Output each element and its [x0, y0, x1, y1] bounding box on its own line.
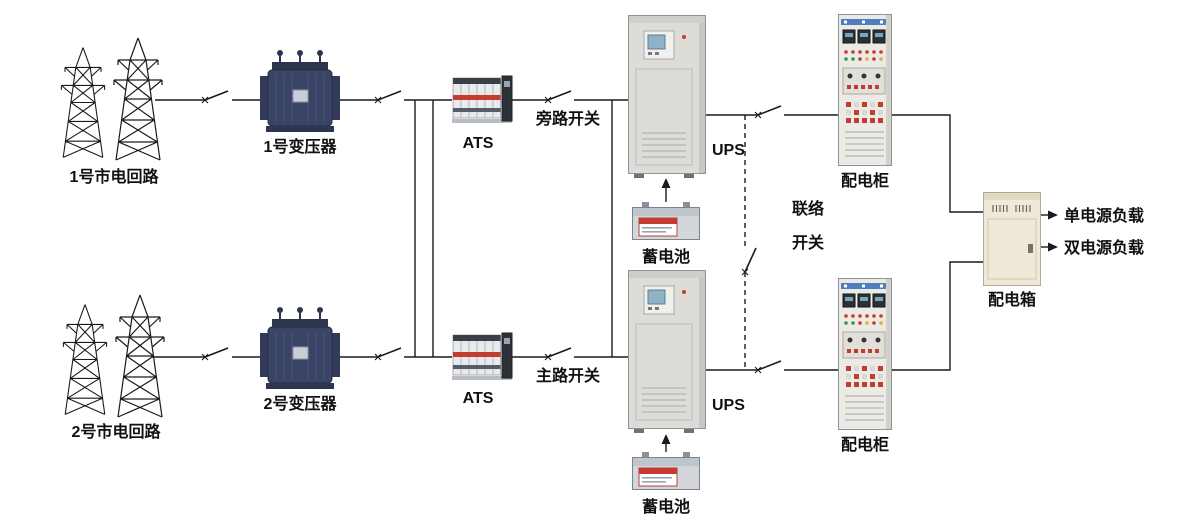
wire-cab2-to-box	[892, 261, 983, 371]
wire-ats-crosstie	[414, 100, 434, 357]
single-power-load-label: 单电源负载	[1064, 206, 1144, 225]
wire-cab1-to-box	[892, 114, 983, 213]
dual-power-load-label: 双电源负载	[1064, 238, 1144, 257]
tie-switch-icon	[741, 247, 757, 276]
transmission-tower-1-icon	[60, 37, 163, 161]
distribution-cabinet-2-label: 配电柜	[841, 435, 889, 454]
disconnect-switch-icon	[201, 347, 229, 361]
disconnect-switch-icon	[754, 105, 782, 119]
battery-1-label: 蓄电池	[642, 247, 690, 266]
disconnect-switch-icon	[201, 90, 229, 104]
ups-2-cabinet-icon	[627, 269, 707, 434]
distribution-cabinet-1-label: 配电柜	[841, 171, 889, 190]
transformer-1-label: 1号变压器	[264, 137, 338, 156]
battery-2-label: 蓄电池	[642, 497, 690, 516]
bypass-switch-label: 旁路开关	[535, 109, 600, 128]
distribution-box-icon	[982, 191, 1042, 287]
battery-2-icon	[632, 451, 700, 490]
transmission-tower-2-icon	[62, 294, 165, 418]
disconnect-switch-icon	[374, 90, 402, 104]
bypass-switch-icon	[544, 90, 572, 104]
main-switch-label: 主路开关	[536, 366, 600, 385]
disconnect-switch-icon	[754, 360, 782, 374]
transformer-2-icon	[259, 306, 341, 390]
dual-load-arrow-icon	[1048, 242, 1058, 252]
ats-1-icon	[451, 75, 513, 124]
wiring-lines	[152, 99, 1049, 452]
single-load-arrow-icon	[1048, 210, 1058, 220]
distribution-cabinet-2-icon	[837, 277, 893, 431]
battery2-arrow-icon	[661, 434, 671, 444]
ups-2-label: UPS	[712, 397, 745, 414]
circuit-2-label: 2号市电回路	[72, 422, 162, 441]
battery-1-icon	[632, 201, 700, 240]
transformer-1-icon	[259, 49, 341, 133]
main-switch-icon	[544, 347, 572, 361]
battery1-arrow-icon	[661, 178, 671, 188]
distribution-cabinet-1-icon	[837, 13, 893, 167]
ats-1-label: ATS	[463, 135, 494, 152]
tie-switch-label-line2: 开关	[792, 233, 824, 252]
tie-switch-label-line1: 联络	[792, 199, 824, 218]
ats-2-icon	[451, 332, 513, 381]
ats-2-label: ATS	[463, 390, 494, 407]
distribution-box-label: 配电箱	[988, 290, 1036, 309]
disconnect-switch-icon	[374, 347, 402, 361]
circuit-1-label: 1号市电回路	[70, 167, 160, 186]
transformer-2-label: 2号变压器	[264, 394, 338, 413]
ups-1-cabinet-icon	[627, 14, 707, 179]
ups-1-label: UPS	[712, 142, 745, 159]
